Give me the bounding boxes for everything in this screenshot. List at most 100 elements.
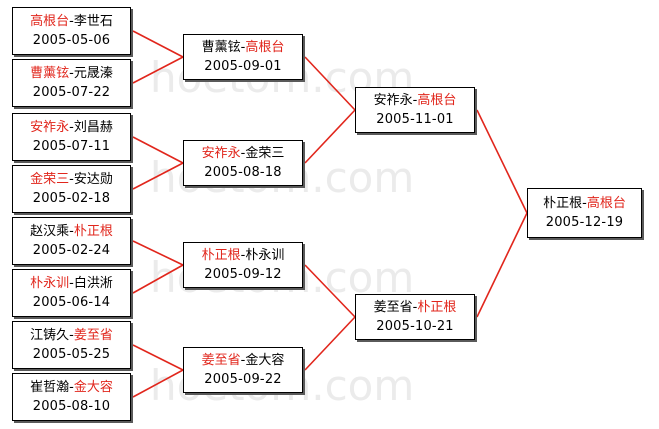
match-box: 安祚永-金荣三 2005-08-18 [183, 140, 303, 186]
match-players: 朴正根-高根台 [543, 194, 626, 213]
player-name: 李世石 [73, 14, 113, 29]
match-box: 朴正根-朴永训 2005-09-12 [183, 242, 303, 288]
match-players: 赵汉乘-朴正根 [30, 222, 113, 241]
player-name: 高根台 [30, 14, 70, 29]
player-name: 崔哲瀚 [30, 380, 70, 395]
match-box: 朴永训-白洪淅 2005-06-14 [12, 269, 131, 317]
connector-line [132, 240, 184, 266]
player-name: 白洪淅 [73, 276, 113, 291]
player-name: 曹薰铉 [30, 66, 70, 81]
match-date: 2005-07-11 [32, 139, 111, 154]
player-name: 赵汉乘 [30, 224, 70, 239]
match-players: 金荣三-安达勋 [30, 170, 113, 189]
match-box: 江铸久-姜至省 2005-05-25 [12, 321, 131, 369]
connector-line [132, 136, 184, 164]
match-players: 崔哲瀚-金大容 [30, 378, 113, 397]
match-box: 金荣三-安达勋 2005-02-18 [12, 165, 131, 213]
match-date: 2005-09-22 [204, 372, 282, 387]
match-box: 赵汉乘-朴正根 2005-02-24 [12, 217, 131, 265]
player-name: 金大容 [245, 353, 285, 368]
match-box: 姜至省-朴正根 2005-10-21 [355, 294, 475, 340]
player-name: 姜至省 [373, 300, 413, 315]
match-date: 2005-02-18 [32, 191, 111, 206]
connector-line [132, 56, 184, 84]
match-players: 朴正根-朴永训 [202, 246, 285, 265]
connector-line [304, 316, 356, 371]
player-name: 金荣三 [30, 172, 70, 187]
player-name: 朴正根 [417, 300, 457, 315]
match-players: 江铸久-姜至省 [30, 326, 113, 345]
match-players: 姜至省-朴正根 [374, 298, 457, 317]
separator: - [69, 224, 74, 239]
connector-line [132, 264, 184, 294]
connector-line [132, 162, 184, 190]
match-date: 2005-09-12 [204, 267, 282, 282]
player-name: 金荣三 [245, 146, 285, 161]
match-box: 姜至省-金大容 2005-09-22 [183, 347, 303, 393]
match-date: 2005-08-10 [32, 399, 111, 414]
player-name: 安祚永 [30, 120, 70, 135]
separator: - [582, 196, 587, 211]
connector-line [132, 369, 184, 398]
player-name: 高根台 [417, 93, 457, 108]
match-date: 2005-02-24 [32, 243, 111, 258]
match-players: 安祚永-刘昌赫 [30, 118, 113, 137]
match-date: 2005-05-06 [32, 33, 111, 48]
player-name: 姜至省 [201, 353, 241, 368]
connector-line [476, 109, 528, 214]
player-name: 曹薰铉 [201, 40, 241, 55]
match-box: 崔哲瀚-金大容 2005-08-10 [12, 373, 131, 421]
separator: - [240, 248, 246, 263]
connector-line [304, 109, 356, 164]
connector-line [132, 344, 184, 371]
player-name: 安祚永 [373, 93, 413, 108]
match-players: 姜至省-金大容 [202, 351, 285, 370]
player-name: 刘昌赫 [73, 120, 113, 135]
player-name: 安达勋 [73, 172, 113, 187]
player-name: 江铸久 [30, 328, 70, 343]
player-name: 高根台 [586, 196, 626, 211]
match-players: 安祚永-高根台 [374, 91, 457, 110]
connector-line [304, 56, 356, 111]
match-date: 2005-08-18 [204, 165, 282, 180]
connector-line [132, 30, 184, 58]
player-name: 朴永训 [245, 248, 285, 263]
match-players: 朴永训-白洪淅 [30, 274, 113, 293]
connector-line [476, 212, 528, 318]
separator: - [69, 276, 74, 291]
player-name: 朴正根 [73, 224, 113, 239]
match-date: 2005-06-14 [32, 295, 111, 310]
match-players: 曹薰铉-高根台 [202, 38, 285, 57]
match-date: 2005-09-01 [204, 59, 282, 74]
match-date: 2005-11-01 [376, 112, 454, 127]
separator: - [69, 328, 74, 343]
player-name: 朴永训 [30, 276, 70, 291]
player-name: 金大容 [73, 380, 113, 395]
separator: - [69, 120, 74, 135]
match-box: 安祚永-高根台 2005-11-01 [355, 87, 475, 133]
match-box: 安祚永-刘昌赫 2005-07-11 [12, 113, 131, 161]
match-players: 高根台-李世石 [30, 12, 113, 31]
separator: - [69, 380, 74, 395]
player-name: 高根台 [245, 40, 285, 55]
match-date: 2005-10-21 [376, 319, 454, 334]
player-name: 朴正根 [543, 196, 583, 211]
match-players: 安祚永-金荣三 [202, 144, 285, 163]
match-date: 2005-12-19 [545, 215, 624, 230]
match-box: 曹薰铉-高根台 2005-09-01 [183, 34, 303, 80]
separator: - [240, 146, 246, 161]
match-box: 高根台-李世石 2005-05-06 [12, 7, 131, 55]
connector-line [304, 264, 356, 318]
player-name: 姜至省 [73, 328, 113, 343]
match-date: 2005-05-25 [32, 347, 111, 362]
separator: - [412, 93, 418, 108]
separator: - [69, 172, 74, 187]
separator: - [69, 14, 74, 29]
player-name: 安祚永 [201, 146, 241, 161]
player-name: 元晟溱 [73, 66, 113, 81]
separator: - [240, 353, 246, 368]
match-date: 2005-07-22 [32, 85, 111, 100]
player-name: 朴正根 [201, 248, 241, 263]
separator: - [69, 66, 74, 81]
